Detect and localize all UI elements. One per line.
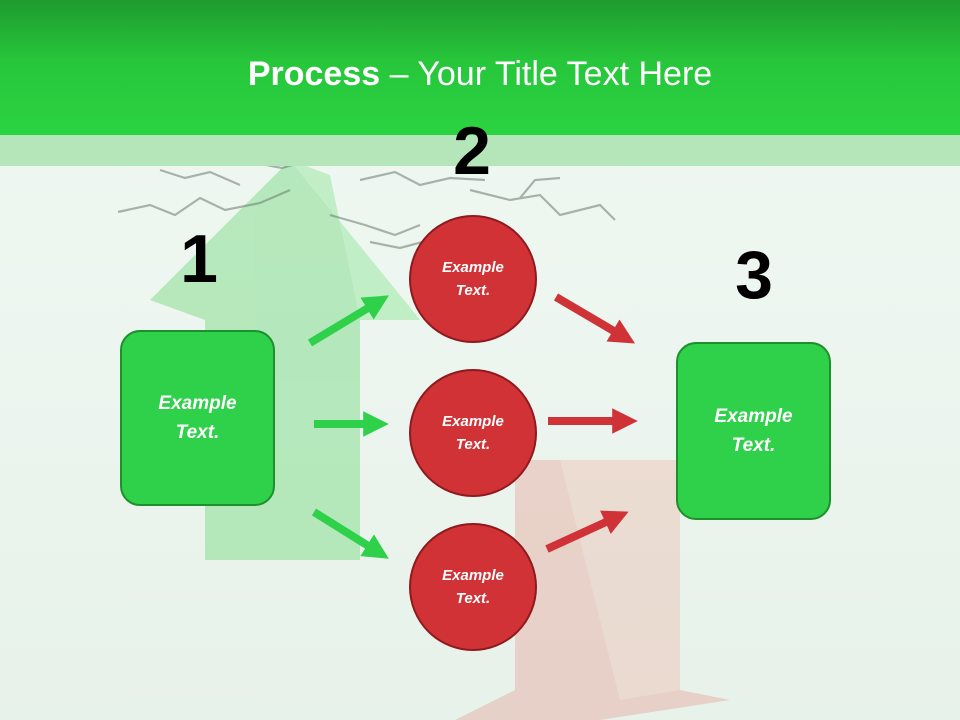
step-number-2: 2	[453, 113, 491, 189]
header-band	[0, 135, 960, 166]
step-2-circle-top: Example Text.	[409, 215, 537, 343]
arrow-1-to-2-bottom	[311, 508, 389, 559]
step-number-3: 3	[735, 237, 773, 313]
step-2-circle-bottom: Example Text.	[409, 523, 537, 651]
arrow-2-bottom-to-3	[545, 510, 629, 553]
step-2-circle-top-label: Example Text.	[442, 259, 504, 299]
step-3-label: Example Text.	[714, 406, 793, 456]
title-bold-text: Process	[247, 55, 381, 93]
title-rest-text: – Your Title Text Here	[380, 55, 713, 93]
step-2-circle-middle-label: Example Text.	[442, 413, 504, 453]
step-2-circle-bottom-label: Example Text.	[442, 567, 504, 607]
step-2-circle-middle: Example Text.	[409, 369, 537, 497]
arrow-1-to-2-top	[307, 295, 389, 347]
step-3-box: Example Text.	[676, 342, 831, 520]
step-number-1: 1	[180, 221, 218, 297]
slide-title: Process – Your Title Text Here	[0, 52, 960, 96]
step-1-box: Example Text.	[120, 330, 275, 506]
step-1-label: Example Text.	[158, 393, 237, 443]
arrow-2-top-to-3	[553, 293, 636, 344]
header-bar	[0, 0, 960, 135]
red-down-arrow-illustration	[455, 460, 730, 720]
